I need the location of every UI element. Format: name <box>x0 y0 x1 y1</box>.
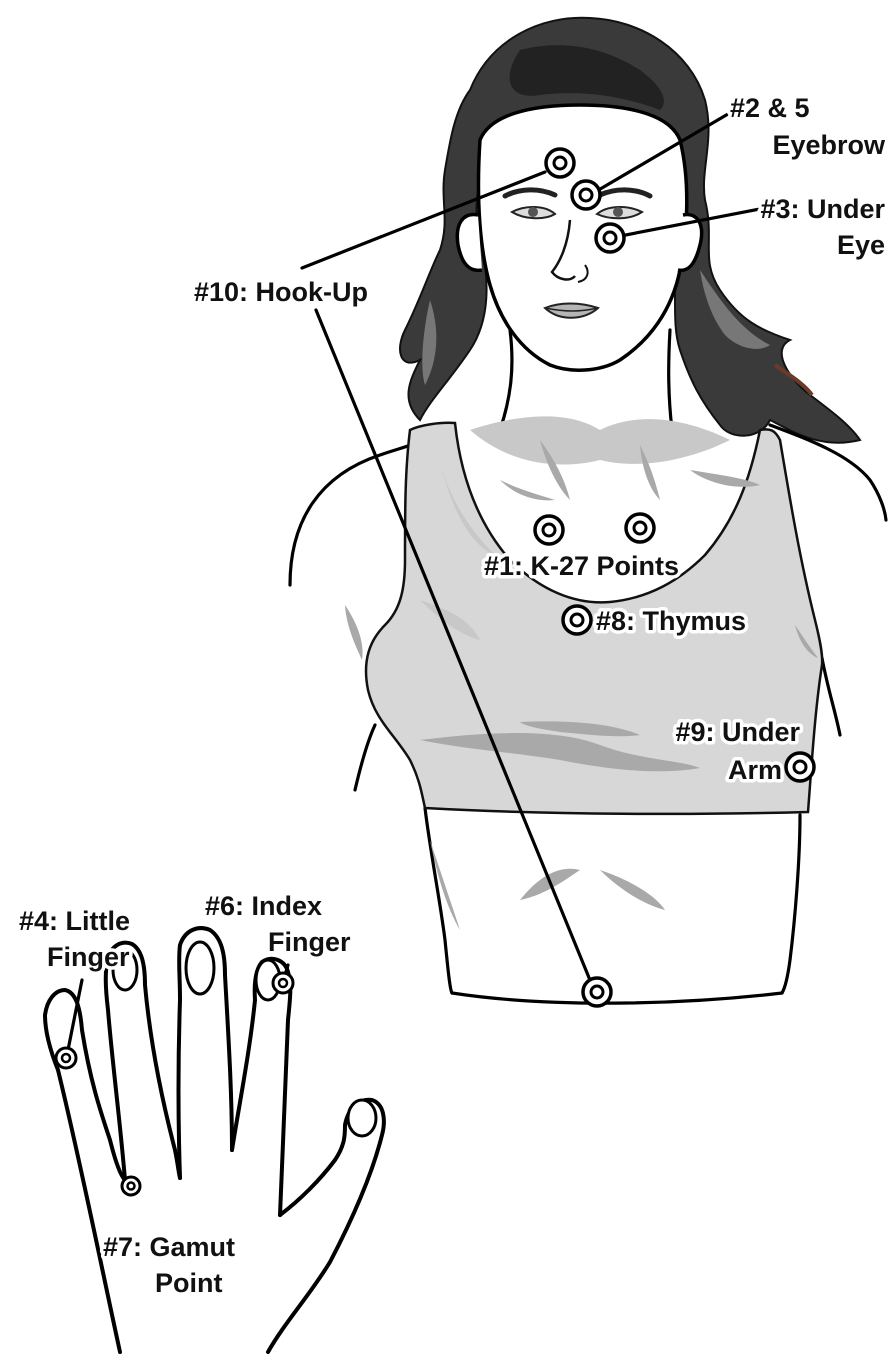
abdomen-shading <box>430 840 665 930</box>
label-little-finger-line2: Finger <box>47 942 130 972</box>
point-hook-up-top <box>546 149 574 177</box>
point-k27-right <box>626 514 654 542</box>
label-under-eye-line1: #3: Under <box>760 194 885 224</box>
point-gamut <box>122 1177 140 1195</box>
point-hook-up-navel <box>583 978 611 1006</box>
point-eyebrow <box>572 181 600 209</box>
label-little-finger-line1: #4: Little <box>19 906 130 936</box>
label-index-finger-line1: #6: Index <box>205 891 322 921</box>
label-eyebrow-line2: Eyebrow <box>772 130 886 160</box>
label-hook-up: #10: Hook-Up <box>194 277 368 307</box>
label-index-finger-line2: Finger <box>268 927 351 957</box>
label-under-eye-line2: Eye <box>837 230 885 260</box>
label-gamut-line1: #7: Gamut <box>103 1232 235 1262</box>
point-under-arm <box>786 753 814 781</box>
label-thymus: #8: Thymus <box>596 606 746 636</box>
point-under-eye <box>596 224 624 252</box>
point-index-finger <box>273 973 293 993</box>
label-under-arm-line2: Arm <box>728 755 782 785</box>
point-k27-left <box>535 516 563 544</box>
label-k27: #1: K-27 Points <box>484 551 679 581</box>
face <box>457 105 701 370</box>
label-under-arm-line1: #9: Under <box>675 717 800 747</box>
point-thymus <box>563 606 591 634</box>
label-gamut-line2: Point <box>155 1268 223 1298</box>
point-little-finger <box>56 1048 76 1068</box>
label-eyebrow-line1: #2 & 5 <box>730 93 810 123</box>
